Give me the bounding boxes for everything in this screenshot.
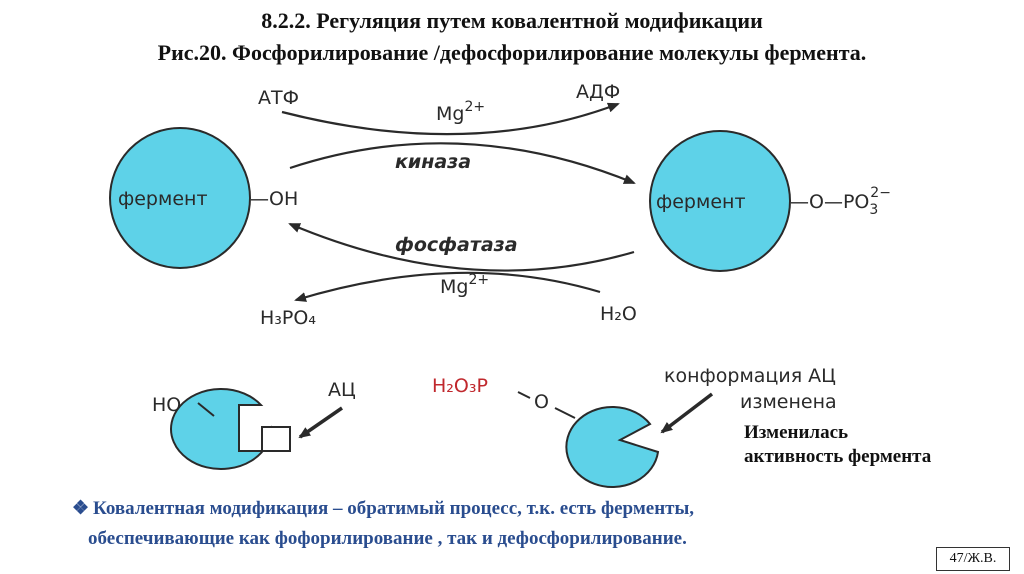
kinase-label: киназа bbox=[395, 151, 471, 173]
enzyme-left-circle bbox=[109, 127, 251, 269]
arrow-atp-adp bbox=[281, 102, 620, 136]
mg-bottom-label: Mg2+ bbox=[440, 272, 489, 298]
ho-label: HO bbox=[152, 394, 181, 416]
arrow-phosphatase bbox=[288, 222, 635, 272]
bullet-text: ❖Ковалентная модификация – обратимый про… bbox=[72, 494, 952, 554]
enzyme-left-label: фермент bbox=[118, 188, 208, 210]
h3po4-label: H₃PO₄ bbox=[260, 307, 316, 329]
adp-label: АДФ bbox=[576, 81, 620, 103]
active-center-notch bbox=[261, 426, 291, 452]
conformation-label-1: конформация АЦ bbox=[664, 365, 836, 387]
ho-bond bbox=[197, 402, 215, 417]
page-number: 47/Ж.В. bbox=[936, 547, 1010, 571]
enzyme-right-label: фермент bbox=[656, 191, 746, 213]
conformation-arrow bbox=[660, 392, 714, 434]
enzyme-modified-shape bbox=[565, 405, 660, 488]
conformation-label-2: изменена bbox=[740, 391, 837, 413]
active-center-arrow bbox=[298, 406, 343, 439]
h2o-label: H₂O bbox=[600, 303, 637, 325]
title-line-1: 8.2.2. Регуляция путем ковалентной модиф… bbox=[261, 8, 763, 33]
atp-label: АТФ bbox=[258, 87, 299, 109]
bullet-line-2: обеспечивающие как фофорилирование , так… bbox=[88, 528, 687, 549]
activity-note-line-1: Изменилась bbox=[744, 422, 849, 443]
enzyme-right-circle bbox=[649, 130, 791, 272]
activity-note: Изменилась активность фермента bbox=[744, 421, 931, 469]
bullet-mark-icon: ❖ bbox=[72, 498, 90, 519]
enzyme-right-phosphate: —O—PO32− bbox=[790, 185, 891, 218]
activity-note-line-2: активность фермента bbox=[744, 446, 932, 467]
h2o3p-label: H₂O₃P bbox=[432, 375, 488, 397]
p-o-bond bbox=[517, 391, 531, 399]
o-bond bbox=[554, 407, 576, 419]
bullet-line-1: Ковалентная модификация – обратимый проц… bbox=[93, 498, 695, 519]
arrow-kinase bbox=[289, 142, 636, 185]
title-line-2: Рис.20. Фосфорилирование /дефосфорилиров… bbox=[157, 40, 867, 65]
phosphatase-label: фосфатаза bbox=[395, 234, 518, 256]
o-label: O bbox=[534, 391, 549, 413]
arrow-h2o-h3po4 bbox=[294, 271, 601, 302]
mg-top-label: Mg2+ bbox=[436, 99, 485, 125]
enzyme-left-oh: —OH bbox=[250, 188, 298, 210]
active-center-label: АЦ bbox=[328, 379, 356, 401]
enzyme-active-shape bbox=[170, 388, 273, 471]
